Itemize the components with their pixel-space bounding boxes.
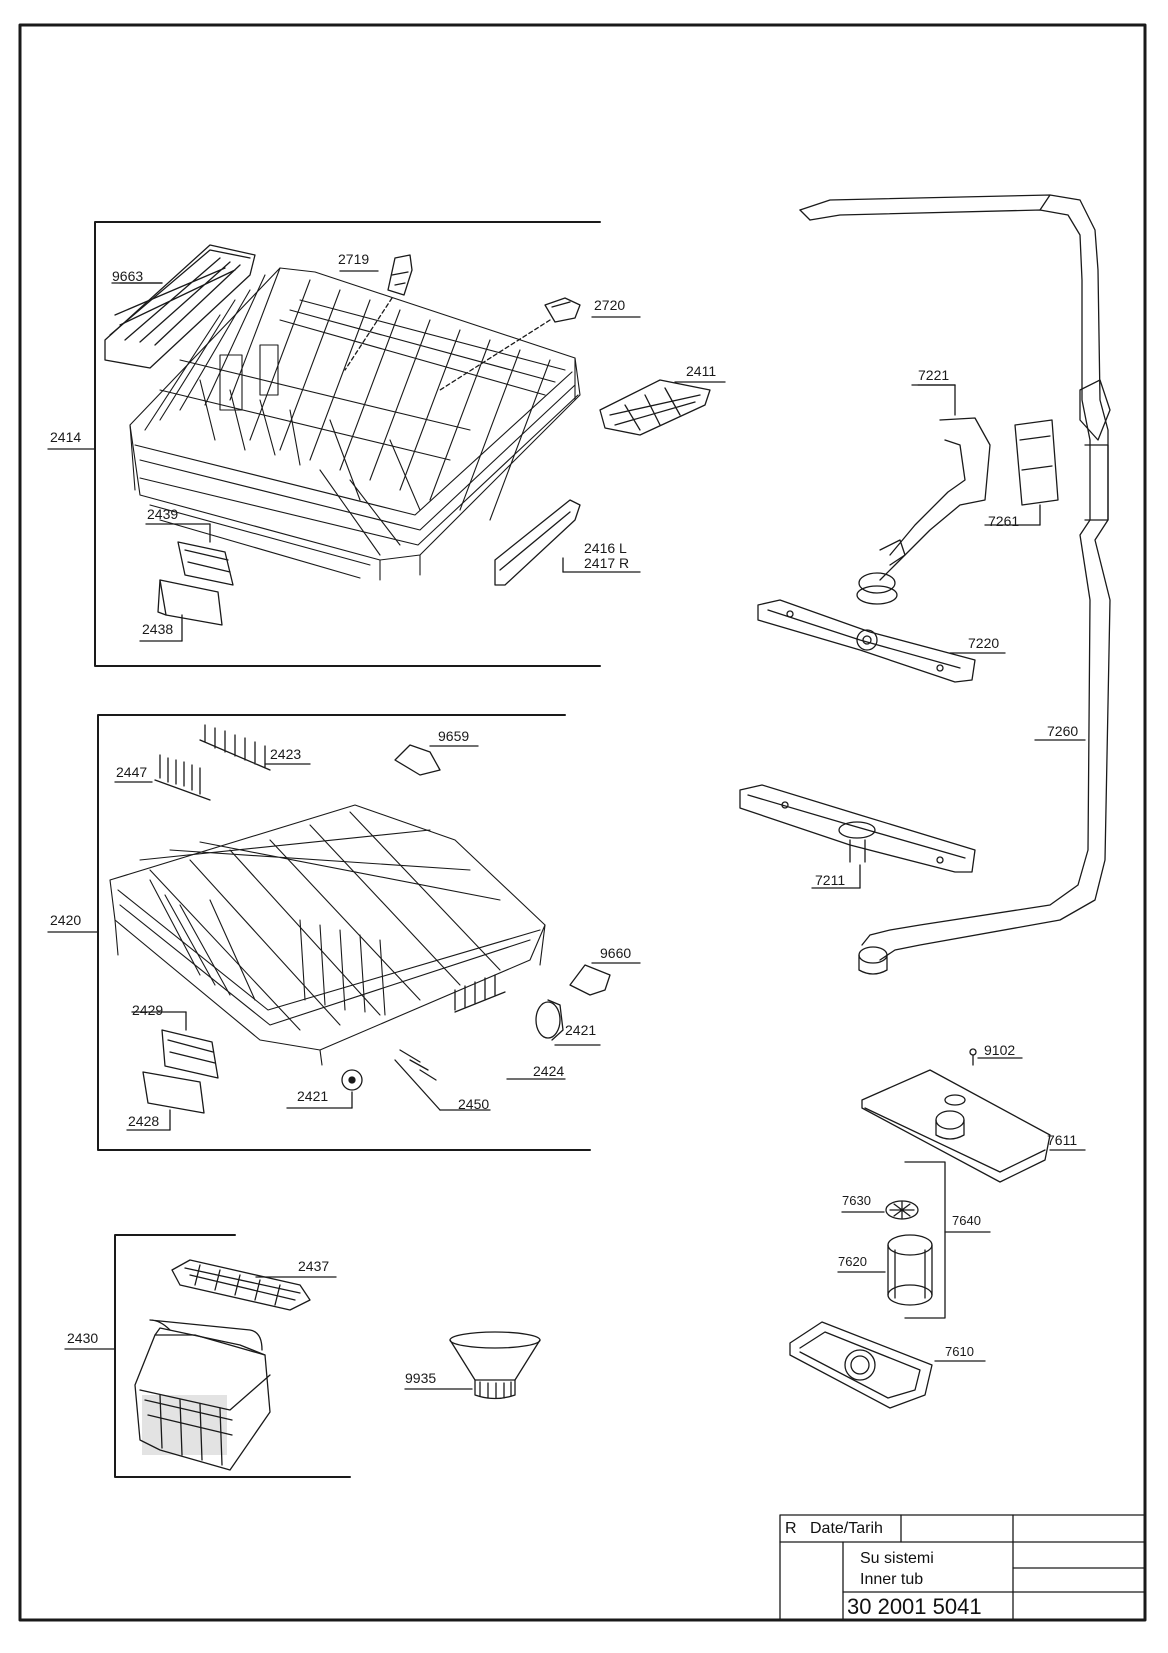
title-turkish: Su sistemi <box>860 1550 934 1567</box>
label-leaders <box>119 282 956 386</box>
spray-arm-feed-7221-part <box>856 384 991 605</box>
flat-filter-7610-part <box>789 1321 986 1409</box>
label-9660: 9660 <box>600 945 632 961</box>
label-9659: 9659 <box>438 728 470 744</box>
label-2719: 2719 <box>338 251 370 267</box>
drawing-frame <box>18 23 1147 1622</box>
clip-9659-part <box>394 744 479 776</box>
filter-assembly-7640 <box>904 1161 991 1319</box>
label-7620: 7620 <box>838 1254 867 1269</box>
label-2439: 2439 <box>147 506 179 522</box>
lower-spray-arm-7211-part <box>739 784 976 889</box>
label-9663: 9663 <box>112 268 144 284</box>
label-7211: 7211 <box>815 872 846 888</box>
clip-2719-part <box>339 254 413 371</box>
label-2450: 2450 <box>458 1096 490 1112</box>
label-2414: 2414 <box>50 429 82 445</box>
label-7610: 7610 <box>945 1344 974 1359</box>
lower-basket-group <box>47 714 641 1151</box>
bracket-7261-part <box>984 419 1059 526</box>
sump-cover-7611-part <box>861 1069 1086 1183</box>
salt-funnel-part <box>404 1331 541 1400</box>
label-2423: 2423 <box>270 746 302 762</box>
label-2424: 2424 <box>533 1063 565 1079</box>
label-2416: 2416 L <box>584 540 627 556</box>
lower-basket <box>109 804 546 1066</box>
label-2447: 2447 <box>116 764 148 780</box>
label-2720: 2720 <box>594 297 626 313</box>
label-7220: 7220 <box>968 635 1000 651</box>
label-9102: 9102 <box>984 1042 1016 1058</box>
label-7630: 7630 <box>842 1193 871 1208</box>
rack-handle-parts <box>139 523 234 642</box>
label-2411: 2411 <box>686 363 717 379</box>
upper-basket <box>129 267 581 581</box>
title-block <box>779 1514 1146 1621</box>
water-duct-7260 <box>799 194 1111 975</box>
lower-handle-parts <box>126 1011 219 1131</box>
upper-basket-group <box>47 221 726 667</box>
document-number: 30 2001 5041 <box>847 1594 982 1619</box>
clip-9660-part <box>569 962 641 996</box>
label-2420: 2420 <box>50 912 82 928</box>
label-2421-center: 2421 <box>297 1088 329 1104</box>
coarse-filter-7620-part <box>837 1234 933 1306</box>
side-rail-part <box>494 499 641 586</box>
date-label: Date/Tarih <box>810 1520 883 1537</box>
label-7261: 7261 <box>988 513 1020 529</box>
tine-row-parts <box>114 724 566 1111</box>
cutlery-basket-group <box>64 1234 541 1478</box>
cutlery-basket-part <box>134 1319 271 1471</box>
label-7260: 7260 <box>1047 723 1079 739</box>
clip-2720-part <box>439 297 641 391</box>
upper-spray-arm-7220-part <box>757 599 1006 683</box>
basket-lid-part <box>171 1259 337 1311</box>
screw-9102-part <box>969 1048 1023 1066</box>
label-2430: 2430 <box>67 1330 99 1346</box>
wheel-2421b-part <box>286 1069 363 1109</box>
wheel-2421-part <box>535 999 601 1046</box>
micro-filter-7630-part <box>841 1200 919 1220</box>
label-2421-right: 2421 <box>565 1022 597 1038</box>
label-7611: 7611 <box>1047 1132 1078 1148</box>
label-2438: 2438 <box>142 621 174 637</box>
label-2417: 2417 R <box>584 555 630 571</box>
label-7221: 7221 <box>918 367 950 383</box>
revision-label: R <box>785 1520 797 1537</box>
title-english: Inner tub <box>860 1571 924 1588</box>
cutlery-tray-part <box>104 244 256 369</box>
label-7640: 7640 <box>952 1213 981 1228</box>
rack-insert-2411-part <box>599 379 726 436</box>
label-2428: 2428 <box>128 1113 160 1129</box>
label-2437: 2437 <box>298 1258 330 1274</box>
label-9935: 9935 <box>405 1370 437 1386</box>
label-2429: 2429 <box>132 1002 164 1018</box>
